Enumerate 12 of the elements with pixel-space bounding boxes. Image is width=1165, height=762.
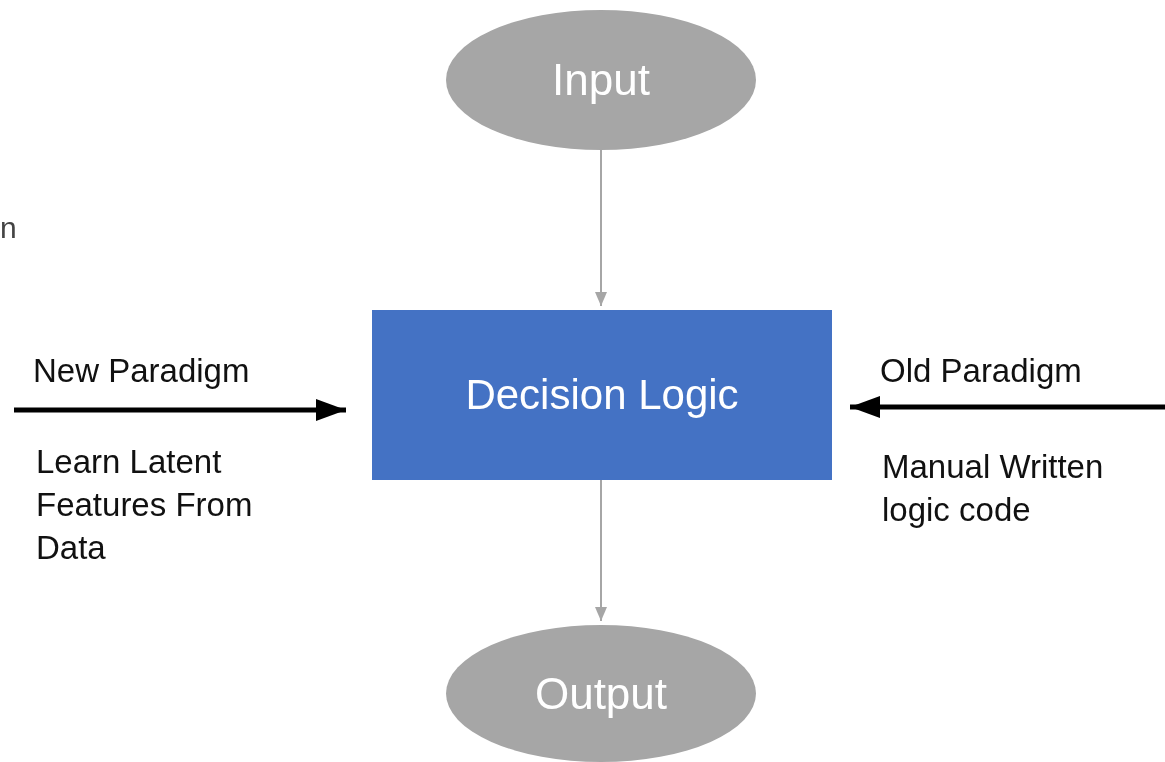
arrow — [595, 479, 607, 622]
annotation-text: Manual Written logic code — [882, 447, 1105, 530]
annotation-text: Learn Latent Features From Data — [36, 442, 254, 568]
arrow — [14, 399, 346, 421]
annotation-text: New Paradigm — [33, 351, 251, 391]
arrow — [850, 396, 1165, 418]
arrow — [595, 149, 607, 307]
node-label: Decision Logic — [465, 371, 739, 419]
annotation-text: Old Paradigm — [880, 351, 1083, 391]
node-label: Output — [534, 668, 668, 719]
node-label: Input — [552, 55, 650, 105]
text-fragment: n — [0, 210, 18, 246]
